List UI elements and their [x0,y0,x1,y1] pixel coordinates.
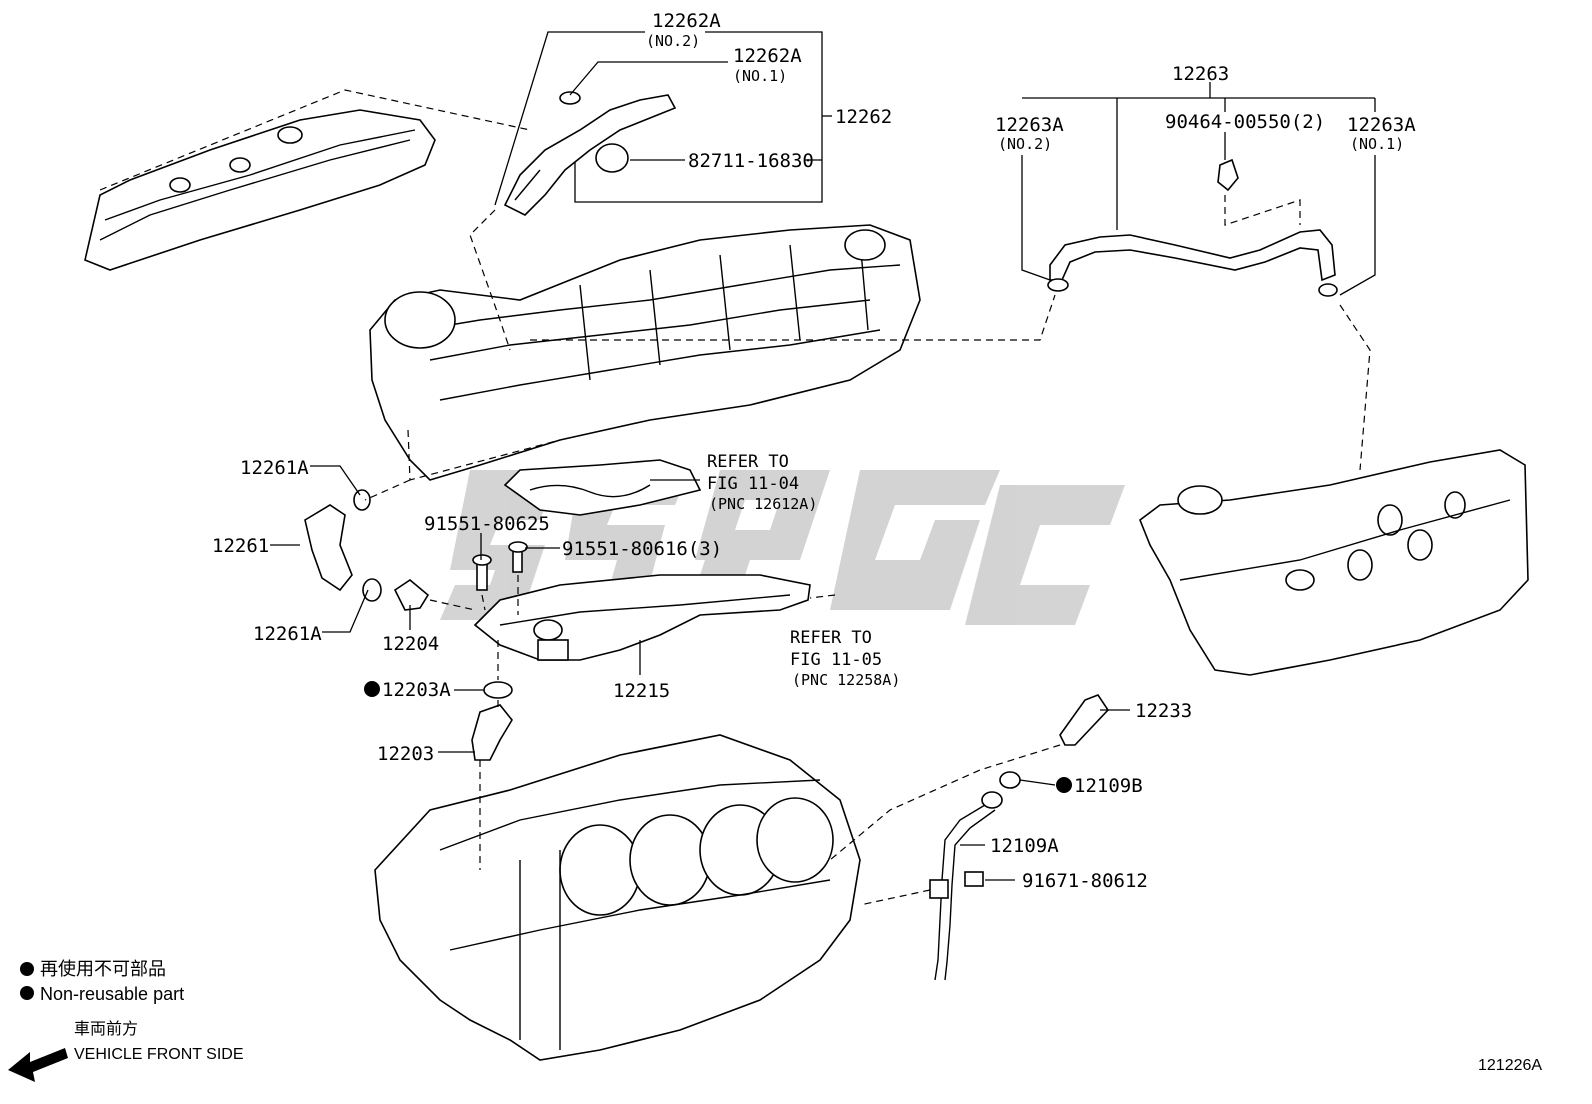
watermark-logo [440,470,1125,625]
label-12261A-top: 12261A [240,457,309,479]
label-12263A-no2: 12263A [995,114,1064,136]
pcv-valve-12233 [1059,694,1110,746]
oil-separator-12215 [473,574,811,661]
label-12109A: 12109A [990,835,1059,857]
label-91551-80625: 91551-80625 [424,513,550,535]
part-labels: 12262A (NO.2) 12262A (NO.1) 12262 82711-… [212,10,1416,892]
label-12263: 12263 [1172,63,1229,85]
refer-note-line: FIG 11-05 [790,650,882,670]
refer-note-line: FIG 11-04 [707,474,799,494]
label-12263A-no2-sub: (NO.2) [998,135,1052,153]
bullet-icon [20,962,34,976]
label-12233: 12233 [1135,700,1192,722]
label-91551-80616: 91551-80616(3) [562,538,722,560]
label-12262A-no1-sub: (NO.1) [733,67,787,85]
refer-note-line: (PNC 12258A) [792,671,900,689]
non-reusable-marker [1056,777,1072,793]
refer-note-line: REFER TO [790,628,872,648]
non-reusable-marker [364,681,380,697]
front-arrow-icon [8,1048,68,1082]
label-12203A: 12203A [382,679,451,701]
label-12204: 12204 [382,633,439,655]
direction-en: VEHICLE FRONT SIDE [74,1046,244,1063]
label-12263A-no1: 12263A [1347,114,1416,136]
label-12262A-no2-sub: (NO.2) [646,32,700,50]
label-12109B: 12109B [1074,775,1143,797]
hose-12263 [1047,158,1338,297]
legend-jp: 再使用不可部品 [40,959,166,979]
hose-12261 [304,489,382,602]
bolts [472,541,528,591]
label-12262A-no2: 12262A [652,10,721,32]
label-12263A-no1-sub: (NO.1) [1350,135,1404,153]
refer-note-line: (PNC 12612A) [709,495,817,513]
legend: 再使用不可部品 Non-reusable part 車両前方 VEHICLE F… [8,959,244,1082]
legend-en: Non-reusable part [40,984,184,1004]
label-12262: 12262 [835,106,892,128]
ventilation-tube-12109A [929,771,1021,981]
direction-jp: 車両前方 [74,1020,138,1038]
label-12215: 12215 [613,680,670,702]
label-82711-16830: 82711-16830 [688,150,814,172]
hose-12262 [503,91,677,216]
refer-note-fig-11-05: REFER TO FIG 11-05 (PNC 12258A) [790,628,900,689]
label-90464-00550: 90464-00550(2) [1165,111,1325,133]
bullet-icon [20,986,34,1000]
cylinder-block [374,734,861,1061]
label-91671-80612: 91671-80612 [1022,870,1148,892]
alignment-dashed-lines [99,89,1371,906]
leader-lines [270,31,1376,881]
union-12203 [471,681,513,761]
label-12261A-bottom: 12261A [253,623,322,645]
cylinder-head-cover-right [1139,449,1529,676]
cover-fig-11-04 [503,459,702,516]
sensor-12204 [393,579,430,611]
refer-note-fig-11-04: REFER TO FIG 11-04 (PNC 12612A) [707,452,817,513]
label-12203: 12203 [377,743,434,765]
intake-manifold [369,224,921,481]
label-12261: 12261 [212,535,269,557]
cylinder-head-cover-left [84,109,436,271]
refer-note-line: REFER TO [707,452,789,472]
figure-id: 121226A [1478,1057,1542,1074]
label-12262A-no1: 12262A [733,45,802,67]
